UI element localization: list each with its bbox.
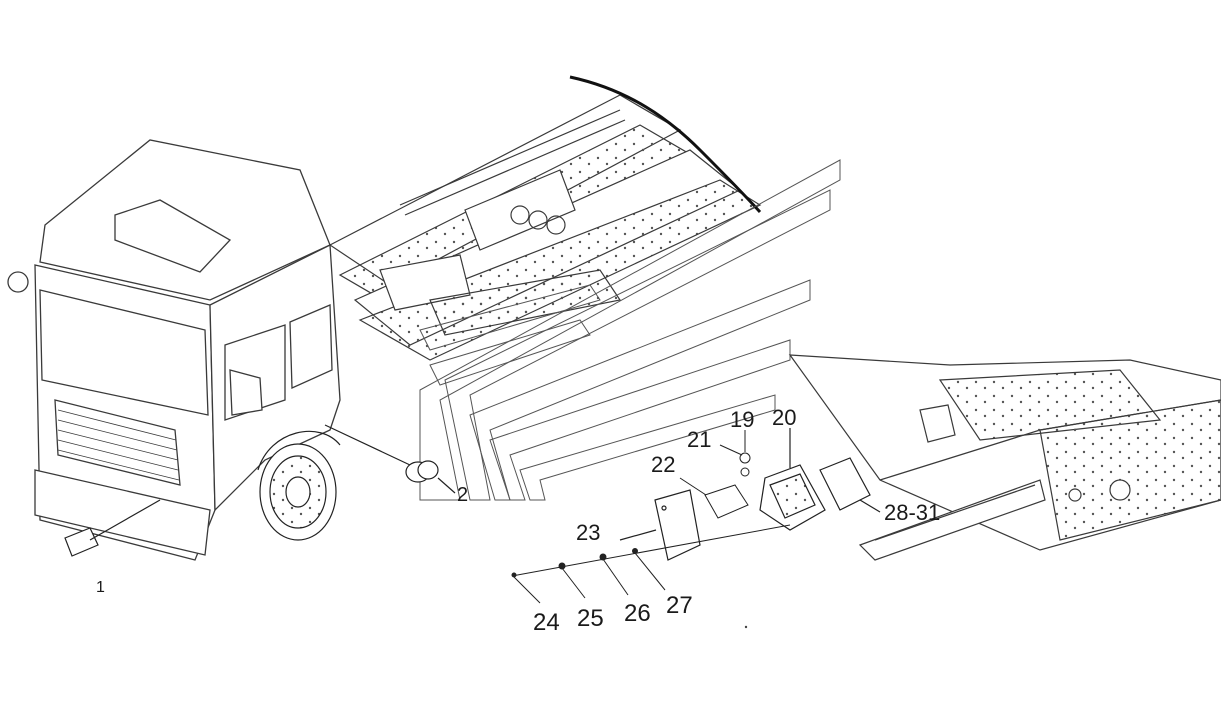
truck-cab — [7, 139, 341, 561]
main-harness-cable — [569, 75, 762, 214]
part-19-21-fittings — [719, 430, 751, 477]
callout-labels: 1 2 19 20 21 22 23 24 25 26 27 28-31 — [96, 405, 940, 636]
callout-26: 26 — [624, 600, 651, 627]
callout-1: 1 — [96, 579, 105, 596]
callout-25: 25 — [577, 605, 604, 632]
callout-24: 24 — [533, 609, 560, 636]
callout-2: 2 — [457, 484, 468, 506]
part-2-connector — [324, 424, 456, 494]
callout-19: 19 — [730, 407, 754, 432]
fastener-line — [511, 524, 791, 604]
part-28-31-bracket — [819, 457, 881, 513]
callout-20: 20 — [772, 405, 796, 430]
front-wheel — [257, 430, 341, 541]
callout-21: 21 — [687, 427, 711, 452]
part-23-cover-plate — [619, 489, 701, 561]
callout-23: 23 — [576, 520, 600, 545]
stray-dot — [744, 625, 748, 629]
chevron-outline — [419, 159, 841, 501]
rear-frame-assembly — [788, 354, 1221, 561]
part-22-terminal-block — [679, 477, 749, 519]
callout-22: 22 — [651, 452, 675, 477]
part-1-sensor — [64, 499, 161, 557]
part-20-control-unit — [759, 428, 826, 531]
callout-27: 27 — [666, 592, 693, 619]
callout-28-31: 28-31 — [884, 500, 940, 525]
chassis-frame — [328, 94, 762, 361]
